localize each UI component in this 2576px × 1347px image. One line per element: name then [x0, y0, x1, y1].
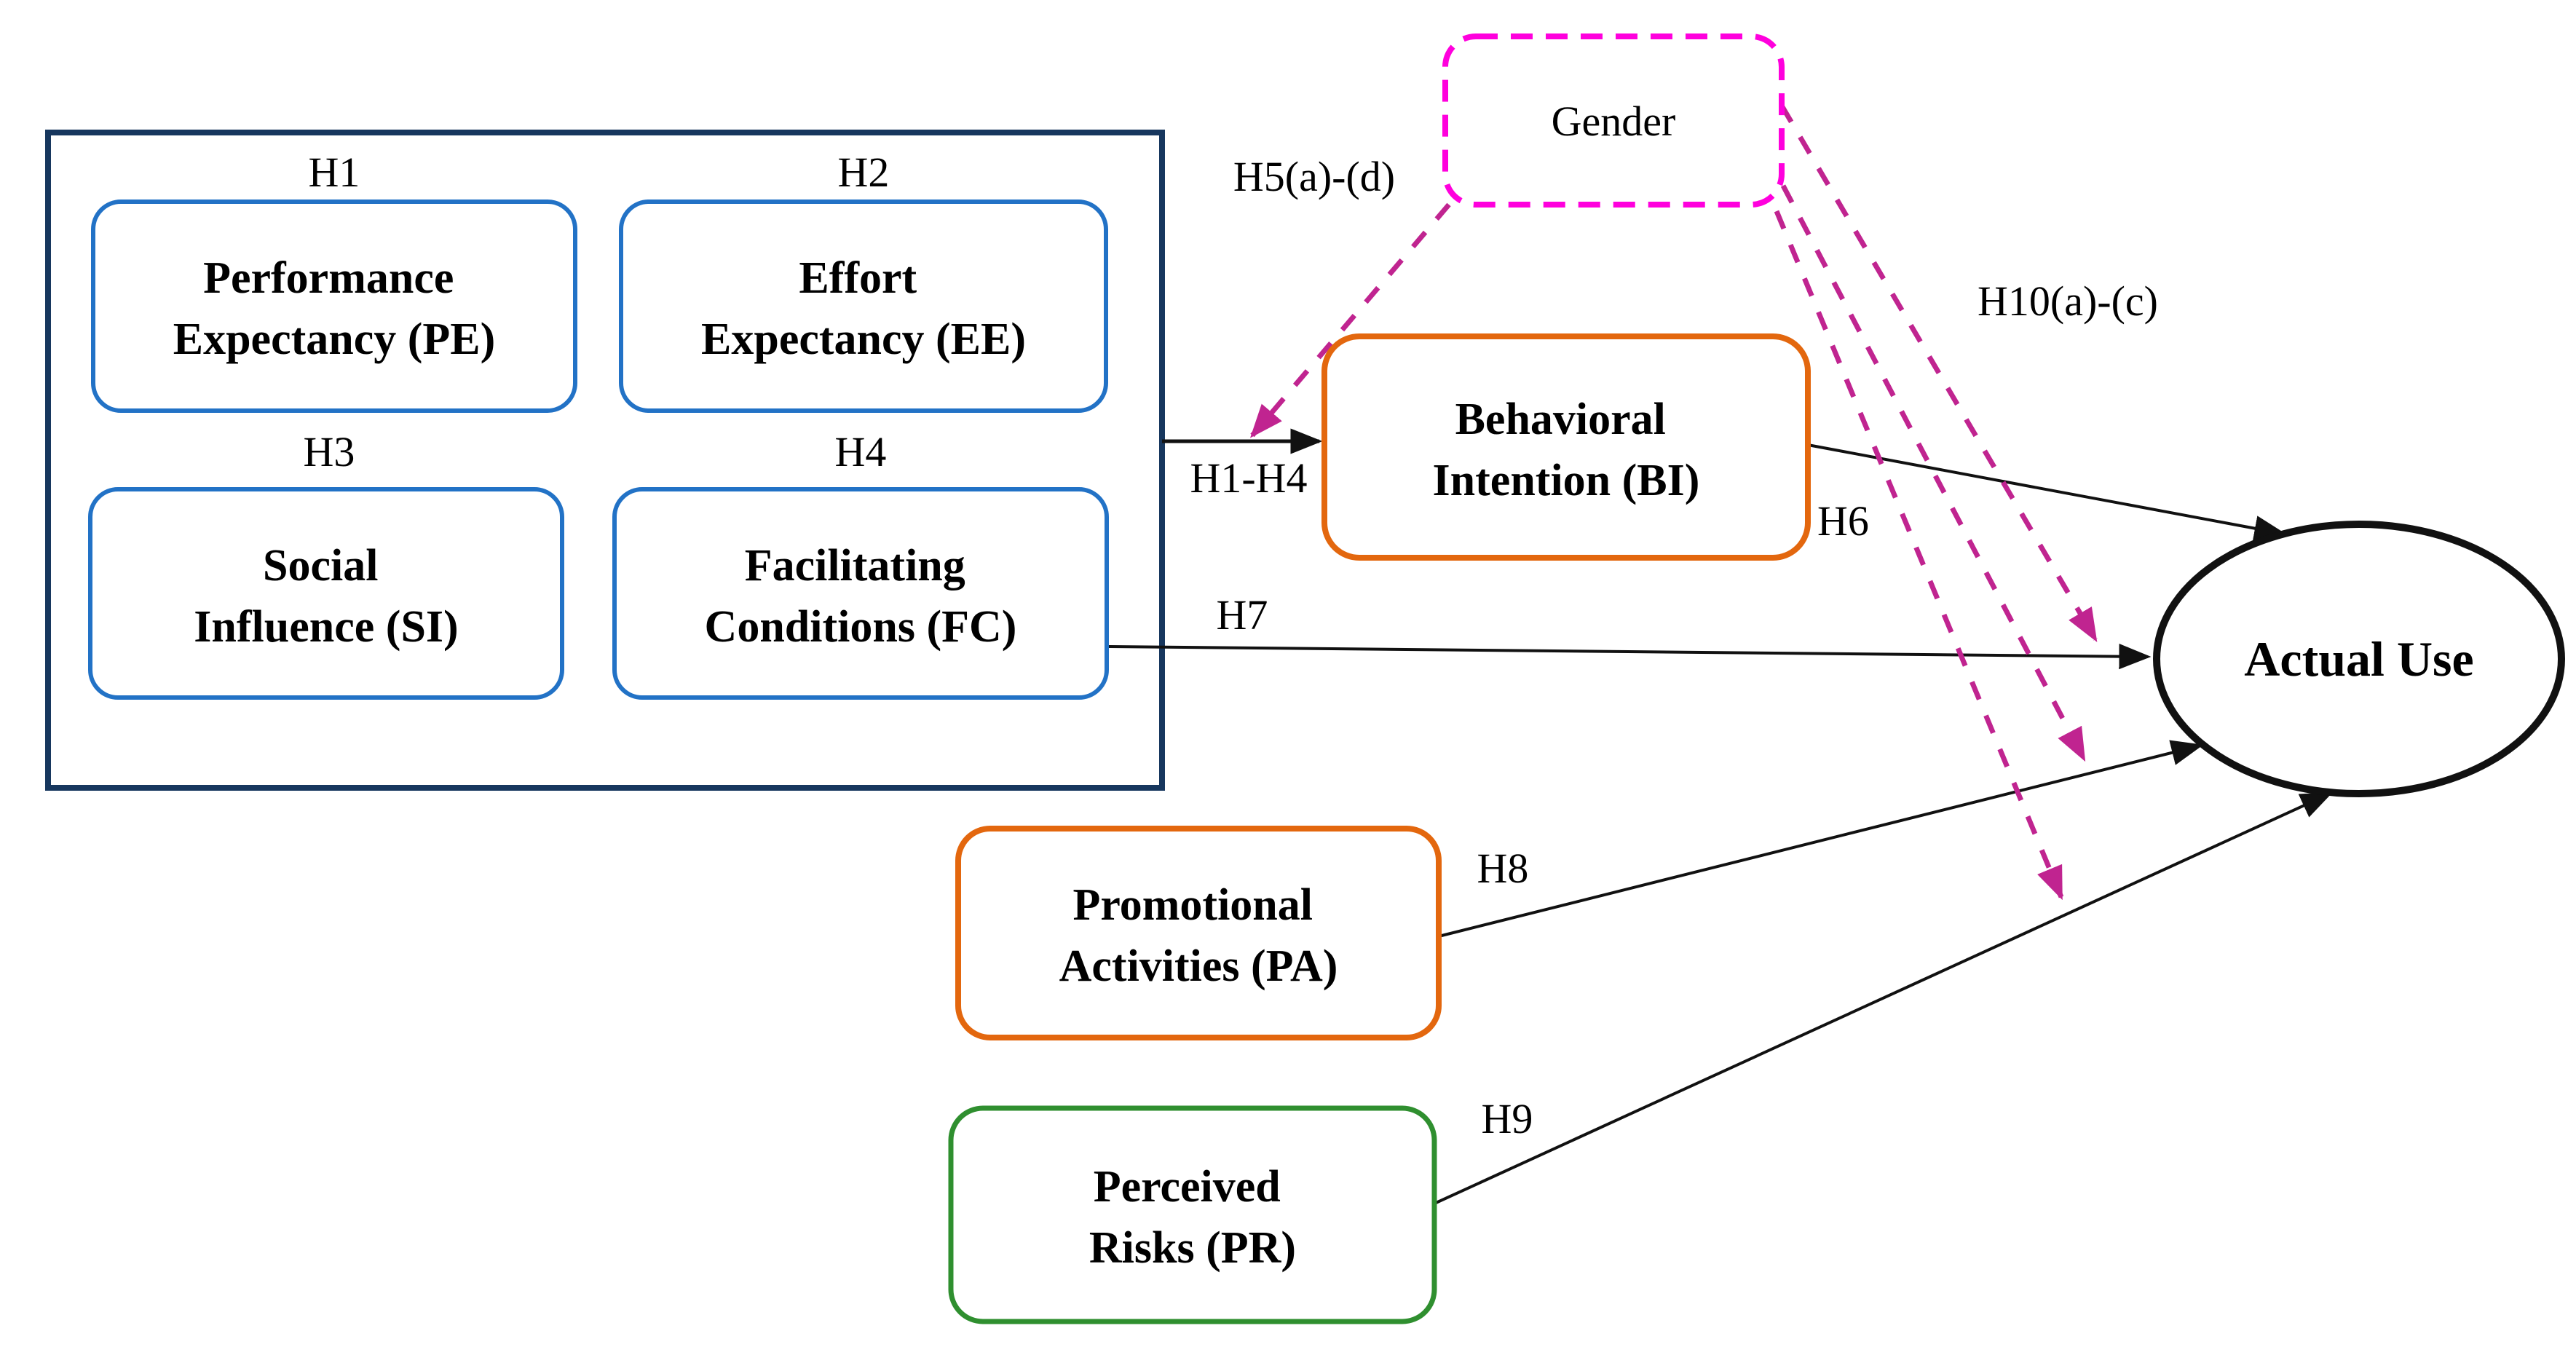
- arrow-gender-moderates-h1h4: [1250, 202, 1451, 438]
- hypothesis-h9-label: H9: [1482, 1095, 1533, 1142]
- arrow-pa-to-actual-use-h8: [1438, 740, 2204, 938]
- social-influence-box: [88, 487, 564, 700]
- promotional-activities-box: [955, 826, 1442, 1040]
- behavioral-intention-box: [1321, 333, 1811, 561]
- effort-expectancy-label: Effort Expectancy (EE): [701, 253, 1026, 364]
- hypothesis-h10-label: H10(a)-(c): [1978, 277, 2158, 325]
- arrow-pr-to-actual-use-h9: [1434, 792, 2334, 1205]
- hypothesis-h4-label: H4: [835, 428, 887, 475]
- gender-box: [1442, 33, 1785, 208]
- effort-expectancy-box: [619, 200, 1108, 413]
- hypothesis-h8-label: H8: [1477, 845, 1529, 892]
- social-influence-label: Social Influence (SI): [194, 541, 458, 652]
- hypothesis-h1-label: H1: [309, 149, 360, 196]
- hypothesis-h3-label: H3: [304, 428, 355, 475]
- hypothesis-h2-label: H2: [838, 149, 890, 196]
- behavioral-intention-label: Behavioral Intention (BI): [1433, 395, 1700, 505]
- actual-use-label: Actual Use: [2244, 631, 2473, 687]
- perceived-risks-label: Perceived Risks (PR): [1089, 1162, 1296, 1273]
- arrow-gender-moderates-pr-au: [1774, 210, 2064, 901]
- actual-use-ellipse: [2153, 521, 2565, 797]
- performance-expectancy-label: Performance Expectancy (PE): [173, 253, 496, 364]
- gender-label: Gender: [1552, 98, 1676, 145]
- arrow-fc-to-actual-use-h7: [1106, 644, 2152, 670]
- perceived-risks-box: [948, 1105, 1437, 1324]
- promotional-activities-label: Promotional Activities (PA): [1059, 880, 1338, 991]
- hypothesis-h7-label: H7: [1217, 591, 1268, 639]
- hypothesis-h1h4-label: H1-H4: [1190, 454, 1307, 502]
- performance-expectancy-box: [91, 200, 577, 413]
- arrow-gender-moderates-bi-au: [1779, 104, 2098, 642]
- hypothesis-h5-label: H5(a)-(d): [1233, 153, 1395, 200]
- facilitating-conditions-box: [612, 487, 1109, 700]
- facilitating-conditions-label: Facilitating Conditions (FC): [705, 541, 1017, 652]
- arrow-bi-to-actual-use: [1807, 443, 2287, 542]
- arrow-gender-moderates-pa-au: [1780, 184, 2087, 762]
- hypothesis-h6-label: H6: [1817, 497, 1869, 545]
